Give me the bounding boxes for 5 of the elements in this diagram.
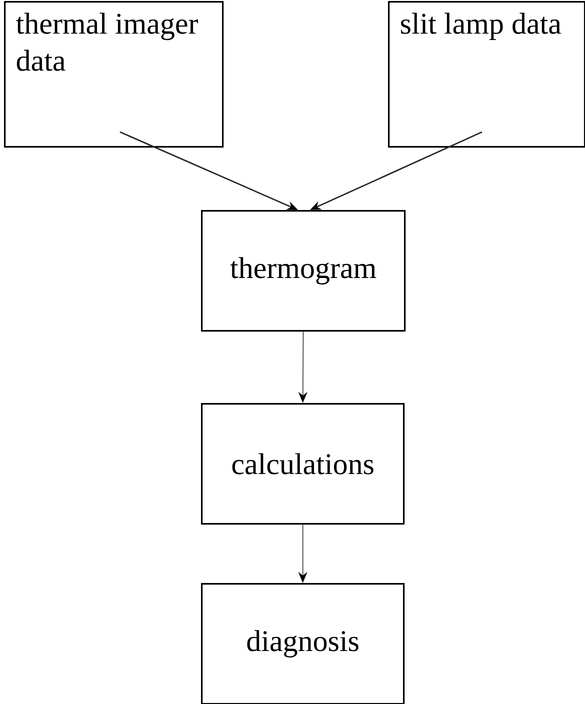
process-box: calculations <box>201 403 405 525</box>
process-box: thermal imager data <box>4 1 224 148</box>
process-box: slit lamp data <box>388 1 585 148</box>
process-box: thermogram <box>201 210 406 332</box>
process-box: diagnosis <box>201 583 405 704</box>
